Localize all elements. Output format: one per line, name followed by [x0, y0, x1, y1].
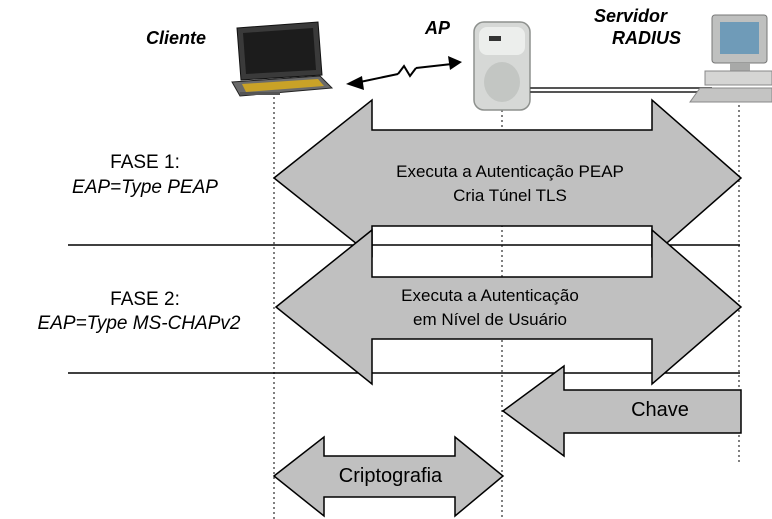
- phase-1-title: FASE 1:: [110, 152, 180, 173]
- ap-label: AP: [425, 18, 451, 38]
- phase-2-title: FASE 2:: [110, 289, 180, 310]
- wired-link: [530, 87, 712, 93]
- key-arrow: [501, 364, 742, 458]
- phase-1-subtitle: EAP=Type PEAP: [72, 177, 218, 198]
- phase-1-arrow-line1: Executa a Autenticação PEAP: [396, 162, 624, 181]
- phase-2-arrow-line2: em Nível de Usuário: [412, 310, 567, 329]
- wireless-link-icon: [346, 56, 462, 90]
- server-label-line2: RADIUS: [612, 28, 682, 48]
- phase-2-double-arrow: [274, 228, 743, 386]
- server-label-line1: Servidor: [594, 6, 668, 26]
- crypto-double-arrow: [272, 435, 505, 518]
- server-computer-icon: [689, 14, 772, 103]
- client-label: Cliente: [146, 28, 207, 48]
- key-arrow-label: Chave: [631, 399, 689, 421]
- crypto-arrow-label: Criptografia: [338, 465, 443, 487]
- access-point-icon: [473, 21, 531, 111]
- phase-1-arrow-line2: Cria Túnel TLS: [453, 186, 567, 205]
- phase-2-arrow-line1: Executa a Autenticação: [401, 286, 579, 305]
- phase-2-subtitle: EAP=Type MS-CHAPv2: [37, 313, 241, 334]
- laptop-icon: [231, 21, 334, 97]
